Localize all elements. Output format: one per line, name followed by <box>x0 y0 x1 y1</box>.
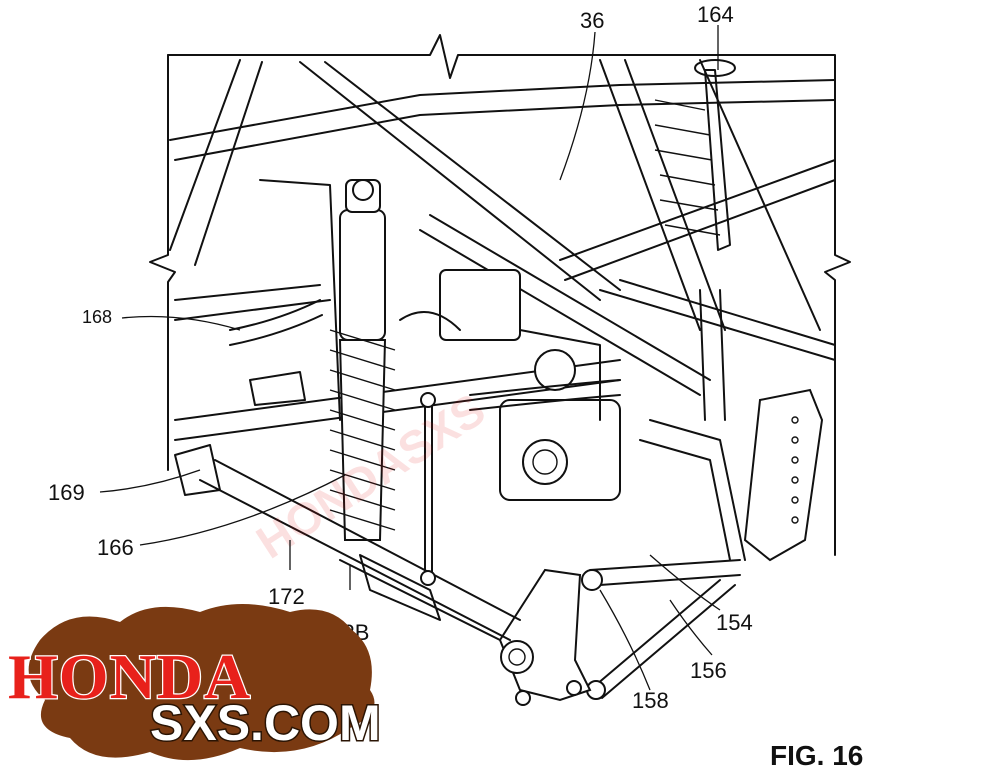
ref-172: 172 <box>268 584 305 609</box>
ref-164: 164 <box>697 2 734 27</box>
logo-honda-text: HONDA <box>8 641 251 712</box>
hondasxs-logo: HONDA SXS.COM <box>7 604 382 761</box>
rear-shock <box>654 59 736 251</box>
ref-169: 169 <box>48 480 85 505</box>
figure-border <box>149 34 851 556</box>
ref-166: 166 <box>97 535 134 560</box>
ref-156: 156 <box>690 658 727 683</box>
ref-36: 36 <box>580 8 604 33</box>
ref-168: 168 <box>82 307 112 327</box>
knuckle <box>498 568 592 706</box>
ref-154: 154 <box>716 610 753 635</box>
engine-block <box>399 269 621 501</box>
reference-numerals: 36 164 168 169 166 172 172B 154 156 158 <box>48 2 753 713</box>
front-shock <box>329 179 396 541</box>
logo-splat <box>28 604 375 761</box>
lower-arms <box>581 419 746 700</box>
ref-158: 158 <box>632 688 669 713</box>
lower-rail <box>174 299 521 641</box>
logo-sxs-text: SXS.COM <box>150 695 381 751</box>
right-upright <box>743 388 824 562</box>
frame-tubes <box>169 59 836 441</box>
figure-caption: FIG. 16 <box>770 740 863 771</box>
leader-lines <box>99 25 721 691</box>
